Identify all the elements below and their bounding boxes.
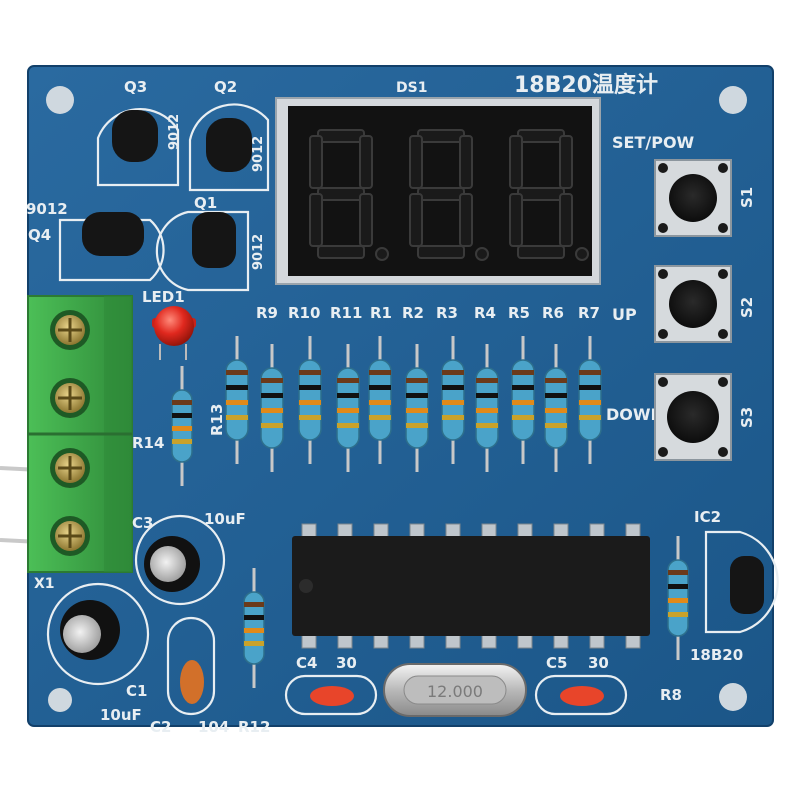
- q4-part: 9012: [26, 200, 68, 218]
- resistor-label: R7: [578, 304, 600, 322]
- terminal-screw: [50, 516, 90, 556]
- c2-ref: C2: [150, 718, 171, 736]
- capacitor-c3: C3 10uF: [132, 510, 246, 606]
- capacitor-c4: C4 30: [284, 654, 378, 716]
- resistor: [243, 568, 265, 688]
- resistor-row-labels: R9 R10 R11 R1 R2 R3 R4 R5 R6 R7: [256, 304, 600, 322]
- resistor-label: R2: [402, 304, 424, 322]
- q4-ref: Q4: [28, 226, 51, 244]
- mounting-hole: [46, 86, 74, 114]
- c4-value: 30: [336, 654, 357, 672]
- q3-ref: Q3: [124, 78, 147, 96]
- transistor-q1: Q1 9012: [155, 194, 266, 292]
- button-s3-label: DOWN: [606, 405, 664, 424]
- q1-part: 9012: [251, 234, 266, 270]
- resistor: [405, 344, 429, 472]
- c4-ref: C4: [296, 654, 317, 672]
- sensor-part: 18B20: [690, 646, 743, 664]
- single-resistors: [171, 366, 689, 688]
- resistor-label: R5: [508, 304, 530, 322]
- r13-label: R13: [208, 404, 226, 436]
- terminal-block: [0, 295, 133, 573]
- button-s3-ref: S3: [738, 407, 756, 428]
- resistor: [511, 336, 535, 464]
- resistor-row: [225, 336, 602, 472]
- resistor: [225, 336, 249, 464]
- c3-ref: C3: [132, 514, 153, 532]
- resistor: [336, 344, 360, 472]
- resistor: [544, 344, 568, 472]
- mounting-hole: [719, 683, 747, 711]
- resistor-label: R10: [288, 304, 320, 322]
- resistor-label: R1: [370, 304, 392, 322]
- x1-ref: X1: [34, 576, 55, 592]
- resistor: [260, 344, 284, 472]
- resistor-label: R9: [256, 304, 278, 322]
- r12-label: R12: [238, 718, 270, 736]
- capacitor-c5: C5 30: [534, 654, 628, 716]
- resistor-label: R11: [330, 304, 362, 322]
- terminal-screw: [50, 310, 90, 350]
- seven-segment-display: DS1: [275, 80, 601, 285]
- resistor-label: R3: [436, 304, 458, 322]
- resistor: [368, 336, 392, 464]
- q3-part: 9012: [167, 114, 182, 150]
- r8-label: R8: [660, 686, 682, 704]
- up-button[interactable]: [654, 265, 732, 343]
- c5-ref: C5: [546, 654, 567, 672]
- c1-value: 10uF: [100, 706, 142, 724]
- q2-ref: Q2: [214, 78, 237, 96]
- c2-value: 104: [198, 718, 229, 736]
- c5-value: 30: [588, 654, 609, 672]
- set-pow-button[interactable]: [654, 159, 732, 237]
- display-label: DS1: [396, 80, 427, 96]
- button-s1-ref: S1: [738, 187, 756, 208]
- r14-label: R14: [132, 434, 164, 452]
- transistor-q2: Q2 9012: [188, 78, 270, 192]
- button-s1-label: SET/POW: [612, 133, 695, 152]
- microcontroller-chip: [292, 523, 650, 649]
- board-title: 18B20温度计: [514, 72, 658, 98]
- resistor: [171, 366, 193, 486]
- display-digit: [309, 129, 389, 261]
- q1-ref: Q1: [194, 194, 217, 212]
- led-label: LED1: [142, 288, 185, 306]
- resistor: [298, 336, 322, 464]
- q2-part: 9012: [251, 136, 266, 172]
- resistor: [441, 336, 465, 464]
- resistor: [475, 344, 499, 472]
- capacitor-c2: C2 104: [150, 616, 229, 736]
- resistor-label: R4: [474, 304, 496, 322]
- temperature-sensor: IC2 18B20: [690, 508, 779, 664]
- transistor-q4: 9012 Q4: [26, 200, 165, 282]
- c1-ref: C1: [126, 682, 147, 700]
- mounting-hole: [719, 86, 747, 114]
- terminal-screw: [50, 448, 90, 488]
- button-s2-label: UP: [612, 305, 637, 324]
- display-digit: [509, 129, 589, 261]
- display-digit: [409, 129, 489, 261]
- resistor: [667, 536, 689, 660]
- capacitor-c1: C1 10uF: [46, 582, 150, 724]
- mounting-hole: [48, 688, 72, 712]
- resistor-label: R6: [542, 304, 564, 322]
- crystal-marking: 12.000: [427, 682, 483, 701]
- down-button[interactable]: [654, 373, 732, 461]
- crystal-oscillator: 12.000: [383, 663, 527, 717]
- red-led: LED1: [142, 288, 196, 360]
- sensor-ref: IC2: [694, 508, 721, 526]
- resistor: [578, 336, 602, 464]
- transistor-q3: Q3 9012: [96, 78, 182, 187]
- button-s2-ref: S2: [738, 297, 756, 318]
- c3-value: 10uF: [204, 510, 246, 528]
- terminal-screw: [50, 378, 90, 418]
